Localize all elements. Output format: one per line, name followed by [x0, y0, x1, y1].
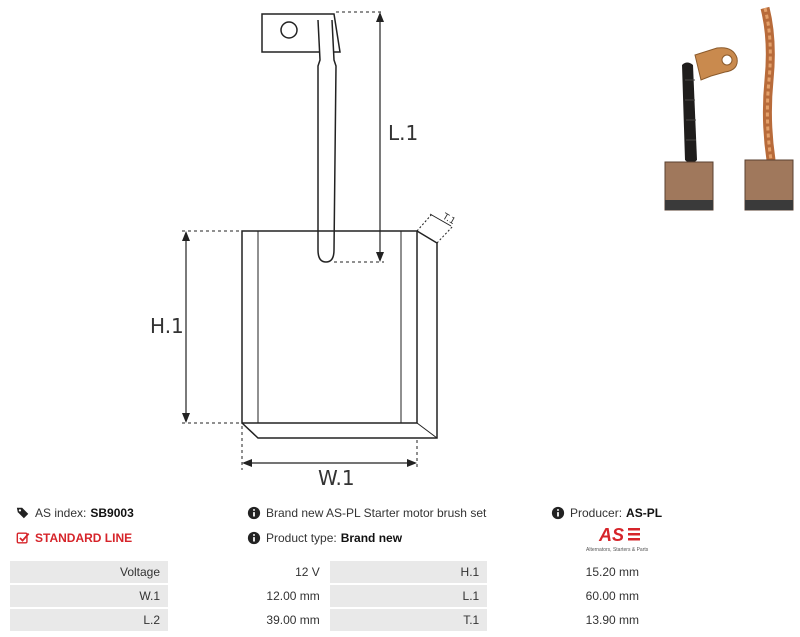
description: Brand new AS-PL Starter motor brush set: [247, 506, 486, 520]
info-icon: [247, 506, 261, 520]
spec-key: H.1: [329, 561, 488, 583]
brush-side: [241, 230, 438, 439]
lug-hole: [280, 21, 298, 39]
spec-key: W.1: [10, 585, 169, 607]
spec-value: 60.00 mm: [489, 585, 647, 607]
as-pl-logo: AS Alternators, Starters & Parts: [586, 525, 649, 553]
standard-line-label: STANDARD LINE: [35, 531, 133, 545]
product-type: Product type: Brand new: [247, 531, 402, 545]
spec-value: 39.00 mm: [170, 609, 328, 631]
dim-t1-label: T.1: [440, 211, 457, 227]
table-row: L.2 39.00 mm T.1 13.90 mm: [10, 609, 647, 631]
spec-key: Voltage: [10, 561, 169, 583]
tags-icon: [16, 507, 29, 519]
wire: [317, 19, 337, 263]
table-row: W.1 12.00 mm L.1 60.00 mm: [10, 585, 647, 607]
dim-h1-label: H.1: [150, 314, 184, 338]
producer-label: Producer:: [570, 506, 623, 520]
spec-value: 15.20 mm: [489, 561, 647, 583]
spec-key: L.1: [329, 585, 488, 607]
technical-drawing: L.1 H.1 W.1 T.1: [150, 11, 457, 490]
description-text: Brand new AS-PL Starter motor brush set: [266, 506, 487, 520]
spec-value: 12.00 mm: [170, 585, 328, 607]
info-icon: [551, 506, 565, 520]
spec-key: L.2: [10, 609, 169, 631]
as-index-label: AS index:: [35, 506, 87, 520]
as-index-value: SB9003: [90, 506, 134, 520]
spec-value: 13.90 mm: [489, 609, 647, 631]
product-type-label: Product type:: [266, 531, 337, 545]
dim-w1-label: W.1: [318, 466, 355, 490]
brush-body: [241, 230, 418, 424]
logo-mark: AS: [598, 525, 624, 545]
spec-key: T.1: [329, 609, 488, 631]
check-square-icon: [16, 532, 30, 544]
product-photo: [664, 6, 794, 211]
specs-table: Voltage 12 V H.1 15.20 mm W.1 12.00 mm L…: [8, 559, 649, 633]
dim-l1-label: L.1: [388, 121, 418, 145]
as-index: AS index: SB9003: [16, 506, 134, 520]
product-type-value: Brand new: [340, 531, 403, 545]
table-row: Voltage 12 V H.1 15.20 mm: [10, 561, 647, 583]
info-icon: [247, 531, 261, 545]
logo-tagline: Alternators, Starters & Parts: [586, 547, 649, 553]
producer-value: AS-PL: [626, 506, 663, 520]
producer: Producer: AS-PL: [551, 506, 662, 520]
spec-value: 12 V: [170, 561, 328, 583]
standard-line: STANDARD LINE: [16, 531, 132, 545]
